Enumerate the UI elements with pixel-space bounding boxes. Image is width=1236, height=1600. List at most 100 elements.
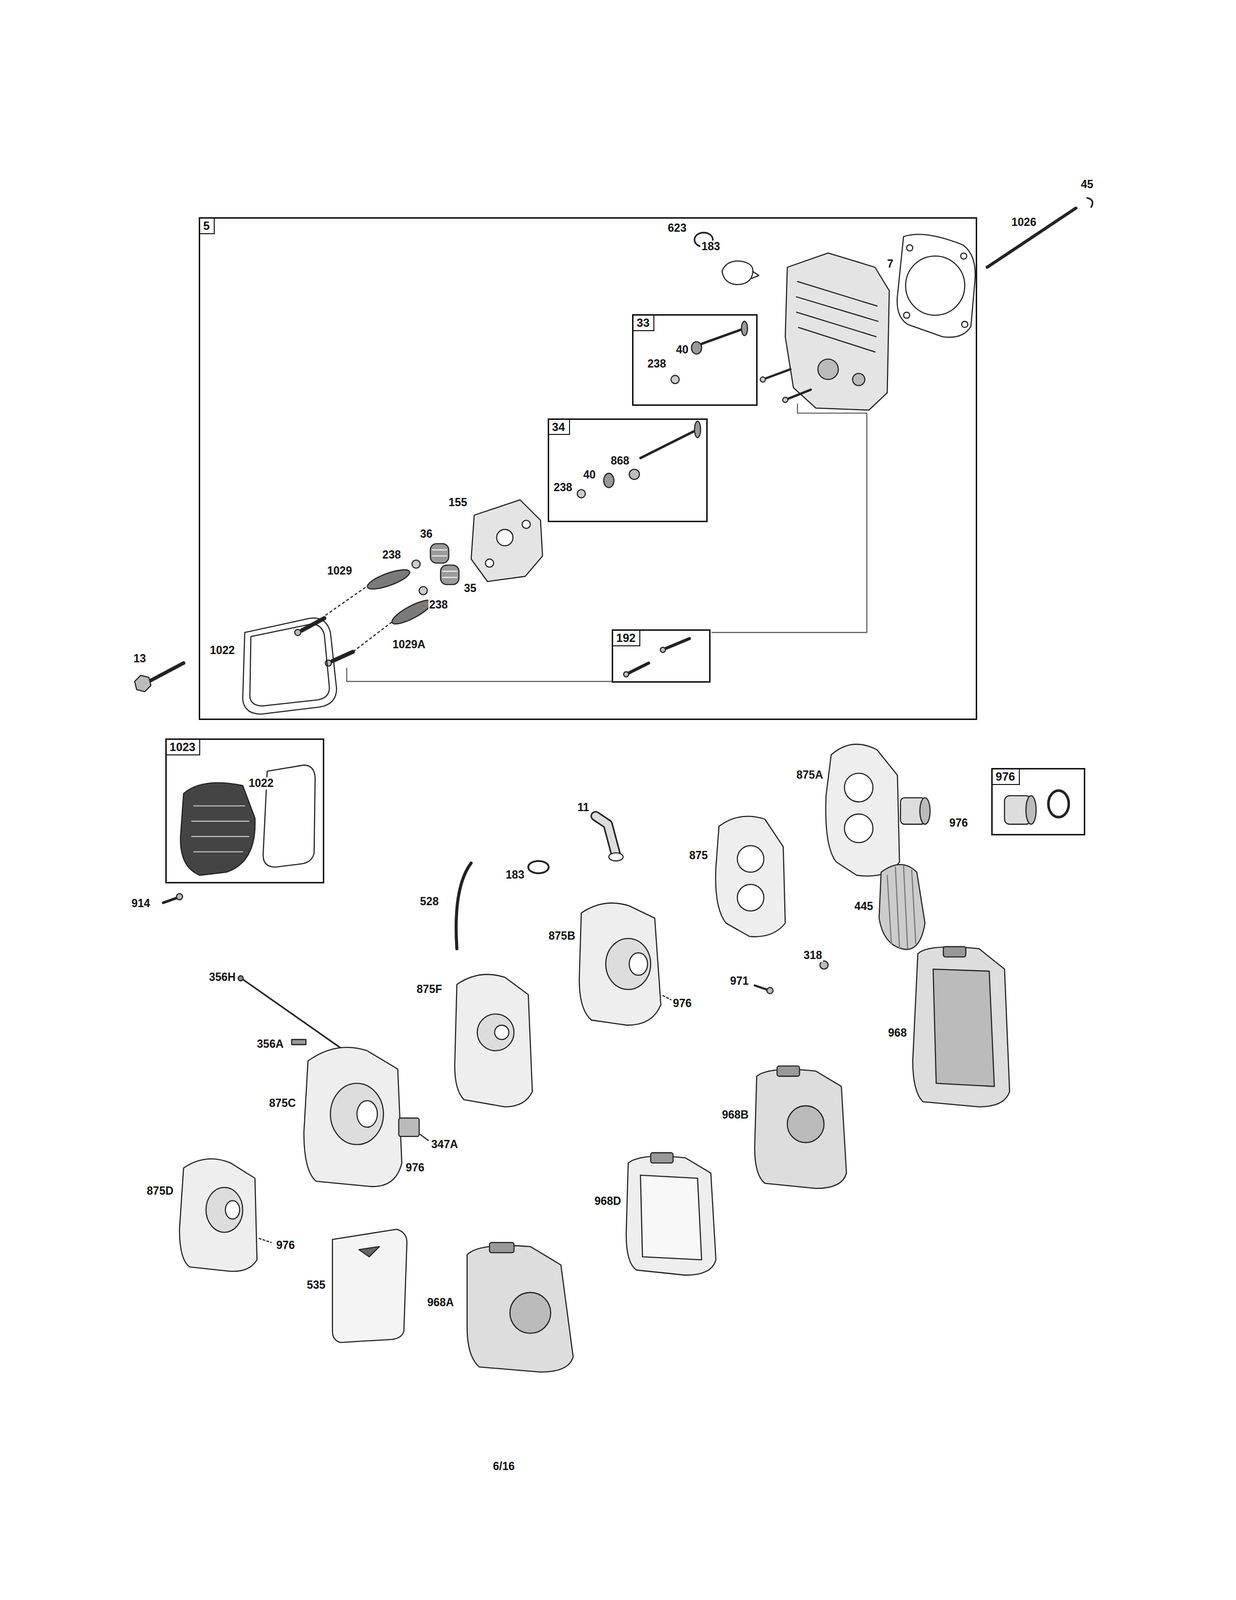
head-studs xyxy=(782,397,789,403)
cover-gasket xyxy=(263,764,316,867)
rocker-arms xyxy=(324,565,435,655)
callout-number: 35 xyxy=(462,582,478,595)
air-cleaner-base xyxy=(825,744,900,876)
cylinder-head xyxy=(852,373,865,386)
hose xyxy=(456,862,472,949)
callout-number: 238 xyxy=(646,357,667,370)
reference-lines xyxy=(712,403,868,633)
head-gasket xyxy=(961,321,968,328)
air-cleaner-cover xyxy=(640,1174,702,1260)
air-cleaner-cover xyxy=(754,1069,847,1189)
cover-gasket xyxy=(242,618,337,714)
air-cleaner-cover xyxy=(754,1065,847,1189)
sub-kit-box: 33 xyxy=(632,314,758,406)
valve-springs xyxy=(412,559,421,569)
breather-element xyxy=(1004,790,1069,824)
valve-cover xyxy=(180,782,255,875)
kit-number: 5 xyxy=(200,218,215,235)
valve-springs xyxy=(442,570,457,578)
rocker-plate xyxy=(522,520,531,529)
choke-wire xyxy=(237,975,244,981)
callout-number: 7 xyxy=(886,257,895,270)
head-gasket xyxy=(897,234,976,337)
callout-number: 1029 xyxy=(326,565,353,578)
cover-bolt xyxy=(134,675,152,692)
rocker-arms xyxy=(389,596,435,629)
cover-gasket xyxy=(263,764,316,867)
air-filter xyxy=(887,865,916,949)
cover-gasket xyxy=(249,623,330,706)
nut-and-bolt xyxy=(766,987,774,994)
callout-number: 1022 xyxy=(247,776,275,790)
exhaust-valve xyxy=(577,421,701,498)
sub-kit-box: 192 xyxy=(611,629,711,682)
exhaust-valve xyxy=(603,473,615,488)
callout-number: 535 xyxy=(305,1278,327,1291)
callout-number: 968A xyxy=(426,1296,455,1309)
air-cleaner-base xyxy=(303,1046,429,1187)
kit-box: 5 33 34 192 xyxy=(198,217,977,720)
air-cleaner-base xyxy=(179,1158,257,1271)
guide-studs xyxy=(660,647,666,653)
breather-element xyxy=(1026,795,1037,824)
air-cleaner-cover xyxy=(467,1245,574,1372)
push-rod xyxy=(987,207,1077,268)
breather-tube xyxy=(595,815,617,855)
foam-filter xyxy=(359,1246,380,1257)
air-cleaner-base xyxy=(303,1046,402,1187)
push-rod xyxy=(1087,197,1093,207)
cover-screw xyxy=(163,897,178,904)
sub-kit-box: 34 xyxy=(547,418,708,523)
rocker-plate xyxy=(471,499,543,582)
guide-studs xyxy=(623,671,630,677)
kit-box: 1023 xyxy=(165,738,325,884)
head-gasket xyxy=(897,234,976,337)
air-cleaner-base xyxy=(420,1134,429,1141)
callout-number: 356A xyxy=(255,1038,285,1051)
callout-number: 968D xyxy=(593,1195,622,1208)
air-cleaner-base xyxy=(663,995,672,1000)
callout-number: 1029A xyxy=(391,638,427,651)
callout-number: 875B xyxy=(547,930,577,943)
air-cleaner-base xyxy=(477,1013,515,1051)
intake-valve xyxy=(741,321,748,336)
air-cleaner-base xyxy=(494,1025,509,1040)
choke-wire xyxy=(242,979,342,1049)
callout-number: 238 xyxy=(428,598,449,611)
callout-number: 875C xyxy=(268,1097,297,1110)
nut-and-bolt xyxy=(754,960,828,994)
exhaust-valve xyxy=(629,469,640,480)
callout-number: 445 xyxy=(853,900,874,913)
callout-number: 914 xyxy=(130,897,151,910)
callout-number: 183 xyxy=(700,240,721,254)
head-studs xyxy=(760,376,766,382)
cylinder-head xyxy=(785,253,890,411)
valve-springs xyxy=(412,543,460,595)
valve-springs xyxy=(432,549,447,556)
kit-number: 34 xyxy=(549,419,571,436)
kit-number: 976 xyxy=(992,769,1020,785)
callout-number: 1026 xyxy=(1010,216,1038,229)
rocker-studs xyxy=(294,629,302,636)
callout-number: 875F xyxy=(415,982,444,996)
callout-number: 11 xyxy=(576,801,590,814)
kit-box: 976 xyxy=(991,767,1086,836)
air-cleaner-base xyxy=(629,952,648,975)
push-rod xyxy=(987,197,1093,268)
air-cleaner-cover xyxy=(626,1152,716,1275)
rocker-arms xyxy=(324,587,392,655)
air-cleaner-cover xyxy=(776,1065,800,1077)
callout-number: 875A xyxy=(795,768,824,781)
nut-and-bolt xyxy=(820,960,829,969)
air-cleaner-base xyxy=(825,744,931,876)
air-cleaner-base xyxy=(737,845,764,872)
callout-number: 976 xyxy=(404,1161,426,1174)
head-studs xyxy=(760,369,811,403)
air-cleaner-cover xyxy=(943,946,966,957)
air-filter xyxy=(879,864,926,950)
air-cleaner-base xyxy=(179,1158,271,1271)
